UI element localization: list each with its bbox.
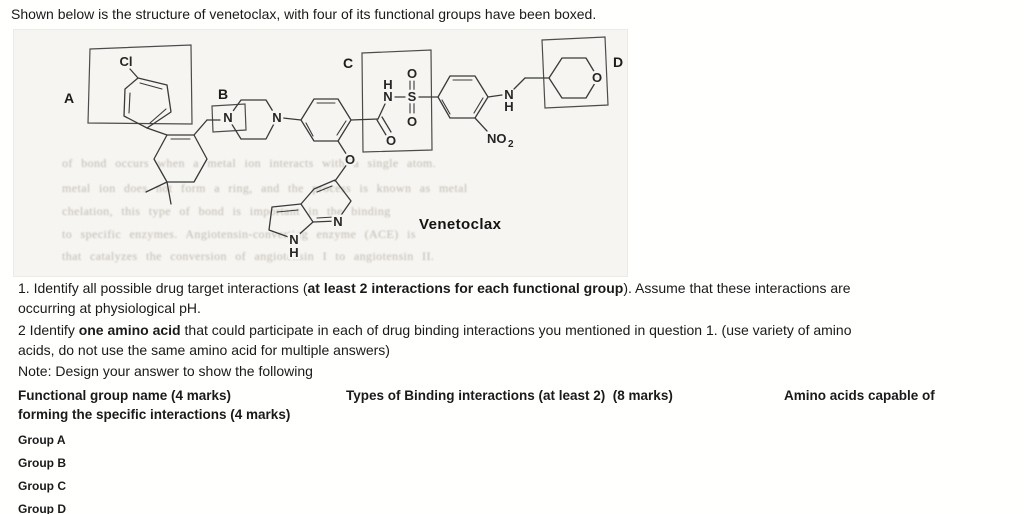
- header-binding-interactions: Types of Binding interactions (at least …: [346, 388, 673, 403]
- piperazine-n2-label: N: [272, 110, 281, 125]
- nitrophenyl-ring: [437, 75, 503, 132]
- bleedthrough-line: to specific enzymes. Angiotensin-convert…: [62, 227, 416, 241]
- compound-name: Venetoclax: [419, 216, 502, 233]
- pyrrole-n-label: N: [289, 232, 298, 247]
- carbonyl-oxygen-label: O: [386, 133, 396, 148]
- azaindole-rings: [268, 179, 352, 240]
- question-2-line-2: acids, do not use the same amino acid fo…: [18, 342, 390, 358]
- group-b-label: B: [218, 86, 228, 102]
- box-group-a: [87, 44, 193, 125]
- group-d-label: D: [613, 54, 623, 70]
- cyclohexene-ring: [145, 119, 221, 205]
- bleedthrough-line: metal ion does not form a ring, and the …: [62, 181, 468, 195]
- box-group-c: [361, 49, 433, 153]
- q2-text: 2 Identify: [18, 322, 79, 338]
- piperazine-n1-label: N: [223, 110, 232, 125]
- structure-figure: of bond occurs when a metal ion interact…: [13, 29, 628, 277]
- question-1-line-2: occurring at physiological pH.: [18, 300, 201, 316]
- ether-linker: [334, 140, 351, 182]
- aniline-h-label: H: [504, 99, 513, 114]
- acylsulfonamide-group: [350, 80, 439, 136]
- q1-text: 1. Identify all possible drug target int…: [18, 280, 308, 296]
- group-a-label: A: [64, 90, 74, 106]
- question-2-line-1: 2 Identify one amino acid that could par…: [18, 322, 851, 339]
- venetoclax-structure-drawing: Cl N N: [64, 36, 623, 263]
- tetrahydropyran-ring: [513, 57, 599, 99]
- q2-text: that could participate in each of drug b…: [180, 322, 852, 338]
- box-group-d: [541, 36, 609, 109]
- note-text: Note: Design your answer to show the fol…: [18, 363, 313, 379]
- q2-bold-text: one amino acid: [78, 322, 181, 338]
- bleedthrough-line: of bond occurs when a metal ion interact…: [62, 156, 436, 170]
- piperazine-ring: [227, 99, 302, 140]
- header-functional-group: Functional group name (4 marks): [18, 388, 232, 403]
- aniline-n-label: N: [504, 87, 513, 102]
- q1-text: ). Assume that these interactions are: [623, 280, 851, 296]
- pyran-oxygen-label: O: [592, 70, 602, 85]
- intro-text: Shown below is the structure of venetocl…: [11, 6, 597, 22]
- header-amino-acids: Amino acids capable of: [784, 388, 935, 403]
- central-benzene-ring: [300, 98, 352, 142]
- nitro-group-label: NO: [487, 131, 507, 146]
- sulfonyl-o-bottom-label: O: [407, 114, 417, 129]
- pyrrole-nh-label: H: [289, 245, 298, 260]
- box-group-b: [211, 103, 247, 133]
- chlorine-atom-label: Cl: [120, 54, 133, 69]
- answer-table-header-line-2: forming the specific interactions (4 mar…: [18, 407, 291, 422]
- sulfonyl-o-top-label: O: [407, 66, 417, 81]
- chlorophenyl-ring: [123, 68, 172, 136]
- nitro-subscript-label: 2: [508, 139, 514, 150]
- group-c-label: C: [343, 55, 353, 71]
- q1-bold-text: at least 2 interactions for each functio…: [307, 280, 624, 296]
- bleedthrough-line: that catalyzes the conversion of angiote…: [62, 249, 435, 263]
- sulfur-atom-label: S: [408, 89, 417, 104]
- ether-oxygen-label: O: [345, 152, 355, 167]
- answer-table-header: Functional group name (4 marks) Types of…: [0, 388, 1024, 405]
- group-a-row: Group A: [18, 433, 66, 447]
- sulfonamide-h-label: H: [383, 77, 392, 92]
- sulfonamide-n-label: N: [383, 89, 392, 104]
- group-d-row: Group D: [18, 502, 66, 514]
- group-b-row: Group B: [18, 456, 66, 470]
- question-1-line-1: 1. Identify all possible drug target int…: [18, 280, 851, 297]
- pyridine-n-label: N: [333, 214, 342, 229]
- group-c-row: Group C: [18, 479, 66, 493]
